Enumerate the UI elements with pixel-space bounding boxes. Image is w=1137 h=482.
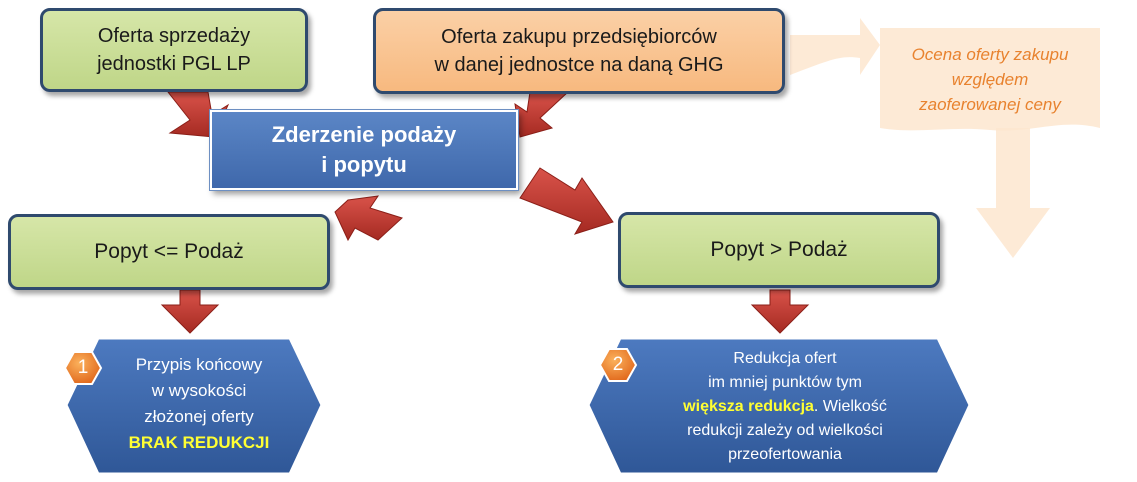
outcome-two-highlight: większa redukcja bbox=[683, 398, 814, 415]
clash-line1: Zderzenie podaży bbox=[271, 122, 457, 147]
sale-offer-line1: Oferta sprzedaży bbox=[97, 25, 251, 47]
price-evaluation-note: Ocena oferty zakupu względem zaoferowane… bbox=[880, 42, 1100, 117]
badge-two-shape bbox=[598, 348, 638, 382]
demand-gt-supply-label: Popyt > Podaż bbox=[710, 238, 848, 261]
supply-demand-clash-box: Zderzenie podaży i popytu bbox=[209, 109, 519, 191]
sale-offer-box: Oferta sprzedaży jednostki PGL LP bbox=[40, 8, 308, 92]
note-shape bbox=[880, 28, 1100, 131]
note-line2: względem bbox=[951, 70, 1029, 89]
purchase-offer-line1: Oferta zakupu przedsiębiorców bbox=[441, 26, 717, 48]
arrow-left-down bbox=[160, 289, 220, 334]
badge-two: 2 bbox=[599, 346, 637, 384]
badge-one-shape bbox=[63, 351, 103, 385]
clash-line2: i popytu bbox=[321, 152, 407, 177]
outcome-one-line2: w wysokości bbox=[151, 381, 247, 400]
outcome-one-line3: złożonej oferty bbox=[144, 407, 254, 426]
arrow-clash-to-left bbox=[334, 195, 403, 242]
badge-two-number: 2 bbox=[612, 354, 624, 375]
hexagon-outcome-one bbox=[64, 336, 324, 476]
demand-le-supply-label: Popyt <= Podaż bbox=[94, 240, 244, 263]
outcome-two-text: Redukcja ofert im mniej punktów tym więk… bbox=[640, 347, 930, 467]
badge-one: 1 bbox=[64, 349, 102, 387]
purchase-offer-box: Oferta zakupu przedsiębiorców w danej je… bbox=[373, 8, 785, 94]
faded-arrow-to-note bbox=[790, 18, 880, 75]
badge-one-number: 1 bbox=[77, 357, 89, 378]
purchase-offer-line2: w danej jednostce na daną GHG bbox=[434, 54, 724, 76]
outcome-one-highlight: BRAK REDUKCJI bbox=[128, 433, 270, 452]
outcome-two-line3: większa redukcja. Wielkość bbox=[640, 395, 930, 419]
outcome-one-line1: Przypis końcowy bbox=[135, 355, 263, 374]
faded-arrow-down bbox=[976, 128, 1050, 258]
hexagon-outcome-two bbox=[586, 336, 972, 476]
arrow-purchase-to-clash bbox=[514, 91, 570, 138]
outcome-two-line1: Redukcja ofert bbox=[733, 350, 837, 367]
note-line1: Ocena oferty zakupu bbox=[911, 45, 1069, 64]
demand-le-supply-box: Popyt <= Podaż bbox=[8, 214, 330, 290]
outcome-two-line5: przeofertowania bbox=[728, 446, 842, 463]
sale-offer-line2: jednostki PGL LP bbox=[97, 53, 251, 75]
arrow-right-down bbox=[750, 289, 810, 334]
outcome-one-text: Przypis końcowy w wysokości złożonej ofe… bbox=[104, 352, 294, 456]
arrow-clash-to-right bbox=[519, 167, 614, 235]
note-line3: zaoferowanej ceny bbox=[919, 95, 1061, 114]
demand-gt-supply-box: Popyt > Podaż bbox=[618, 212, 940, 288]
outcome-two-line4: redukcji zależy od wielkości bbox=[687, 422, 883, 439]
outcome-two-line2: im mniej punktów tym bbox=[708, 374, 862, 391]
outcome-two-line3-rest: . Wielkość bbox=[813, 398, 887, 415]
